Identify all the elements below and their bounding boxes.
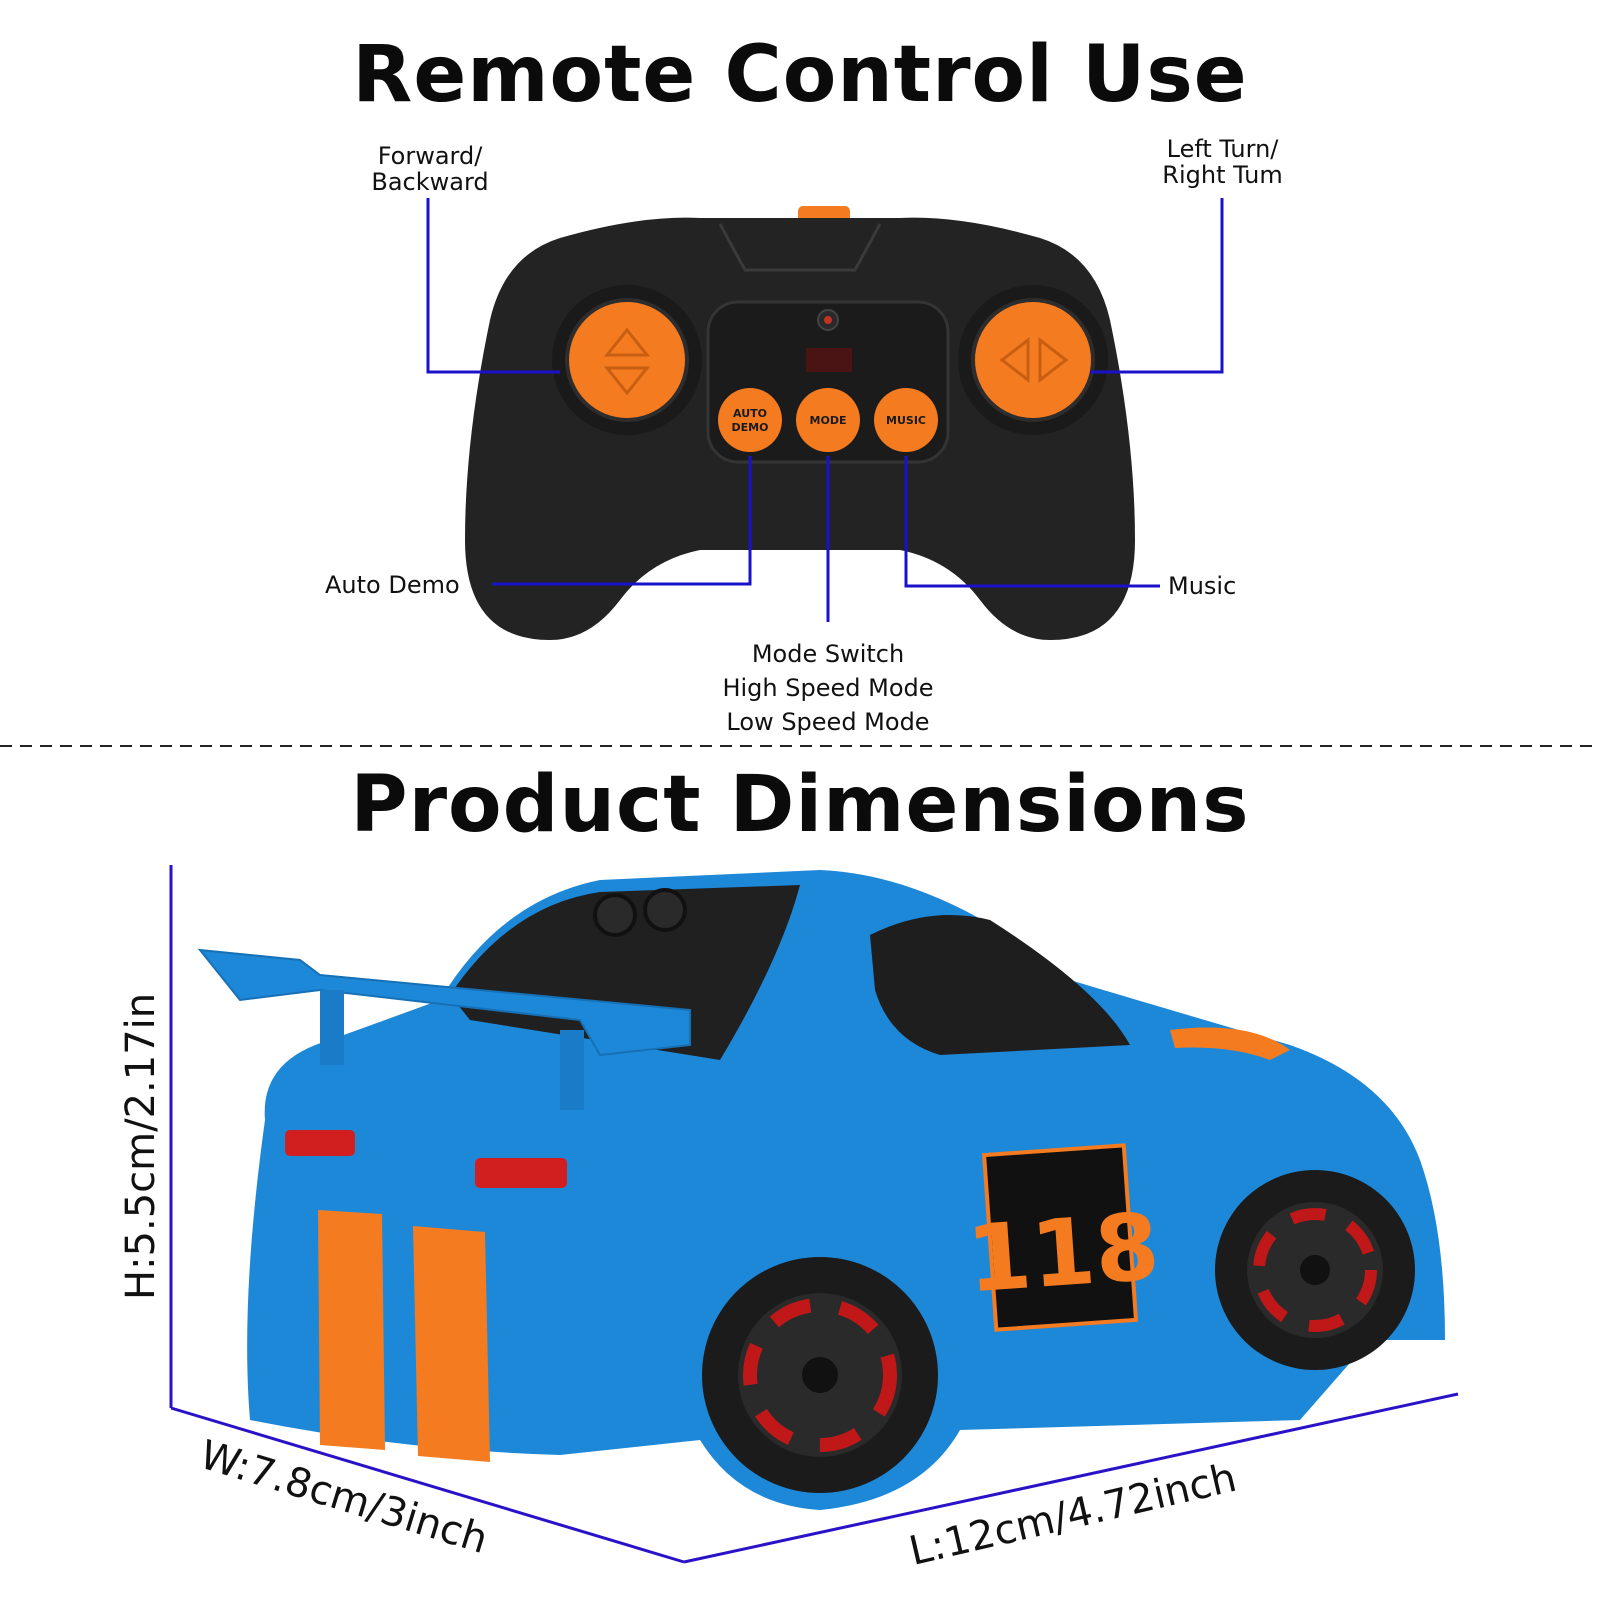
leader-line-auto-demo	[492, 456, 752, 586]
controller-top-trim	[718, 223, 882, 272]
callout-forward-backward: Forward/ Backward	[355, 143, 505, 195]
callout-forward-backward-line2: Backward	[371, 168, 489, 196]
callout-left-right-turn: Left Turn/ Right Tum	[1135, 136, 1310, 188]
leader-lines	[426, 198, 1224, 622]
width-dimension-line	[170, 1406, 685, 1564]
rear-spoiler	[197, 948, 691, 1057]
left-right-arrows-icon	[999, 336, 1069, 384]
auto-demo-button[interactable]	[718, 388, 782, 452]
spoiler-strut-right	[560, 1030, 584, 1110]
callout-mode-switch-line3: Low Speed Mode	[726, 708, 930, 736]
leader-line-forward-backward	[426, 198, 560, 374]
rear-stripe-right	[413, 1226, 490, 1462]
speaker-hole-left	[593, 893, 637, 937]
forward-backward-stick[interactable]	[569, 302, 685, 418]
leader-line-music	[904, 456, 1160, 588]
rc-car-illustration: 118	[197, 870, 1446, 1510]
tail-light-left	[285, 1130, 355, 1156]
tail-light-right	[475, 1158, 567, 1188]
ir-window	[806, 348, 852, 372]
callout-auto-demo: Auto Demo	[325, 571, 460, 599]
rear-brake-caliper	[743, 1298, 897, 1452]
height-dimension-label: H:5.5cm/2.17in	[118, 992, 164, 1300]
dimension-lines	[169, 865, 1459, 1564]
music-button[interactable]	[874, 388, 938, 452]
callout-left-right-turn-line2: Right Tum	[1162, 161, 1283, 189]
music-button-label: MUSIC	[886, 414, 926, 427]
hood-stripe	[1170, 1027, 1290, 1060]
up-down-arrows-icon	[603, 327, 651, 396]
auto-demo-button-label-1: AUTO	[733, 407, 767, 420]
car-number: 118	[964, 1193, 1163, 1313]
callout-mode-switch-line1: Mode Switch	[751, 640, 905, 668]
remote-controller: AUTO DEMO MODE MUSIC	[465, 206, 1135, 640]
leader-line-left-right	[1090, 198, 1224, 374]
dimensions-section-title: Product Dimensions	[350, 760, 1250, 850]
remote-section-title: Remote Control Use	[352, 30, 1248, 120]
auto-demo-button-label-2: DEMO	[732, 421, 769, 434]
car-side-window	[870, 915, 1130, 1055]
callout-mode-switch-line2: High Speed Mode	[722, 674, 934, 702]
callout-forward-backward-line1: Forward/	[377, 142, 483, 170]
mode-button[interactable]	[796, 388, 860, 452]
rear-stripe-left	[318, 1210, 385, 1450]
length-dimension-line	[683, 1392, 1459, 1564]
front-brake-caliper	[1253, 1208, 1377, 1332]
speaker-hole-right	[643, 888, 687, 932]
callout-music: Music	[1168, 572, 1237, 600]
left-right-stick[interactable]	[975, 302, 1091, 418]
callout-left-right-turn-line1: Left Turn/	[1166, 135, 1279, 163]
mode-button-label: MODE	[810, 414, 847, 427]
car-roof-panel	[450, 885, 800, 1060]
number-plate	[981, 1143, 1139, 1332]
spoiler-strut-left	[320, 990, 344, 1065]
callout-mode-switch: Mode Switch High Speed Mode Low Speed Mo…	[658, 637, 998, 739]
